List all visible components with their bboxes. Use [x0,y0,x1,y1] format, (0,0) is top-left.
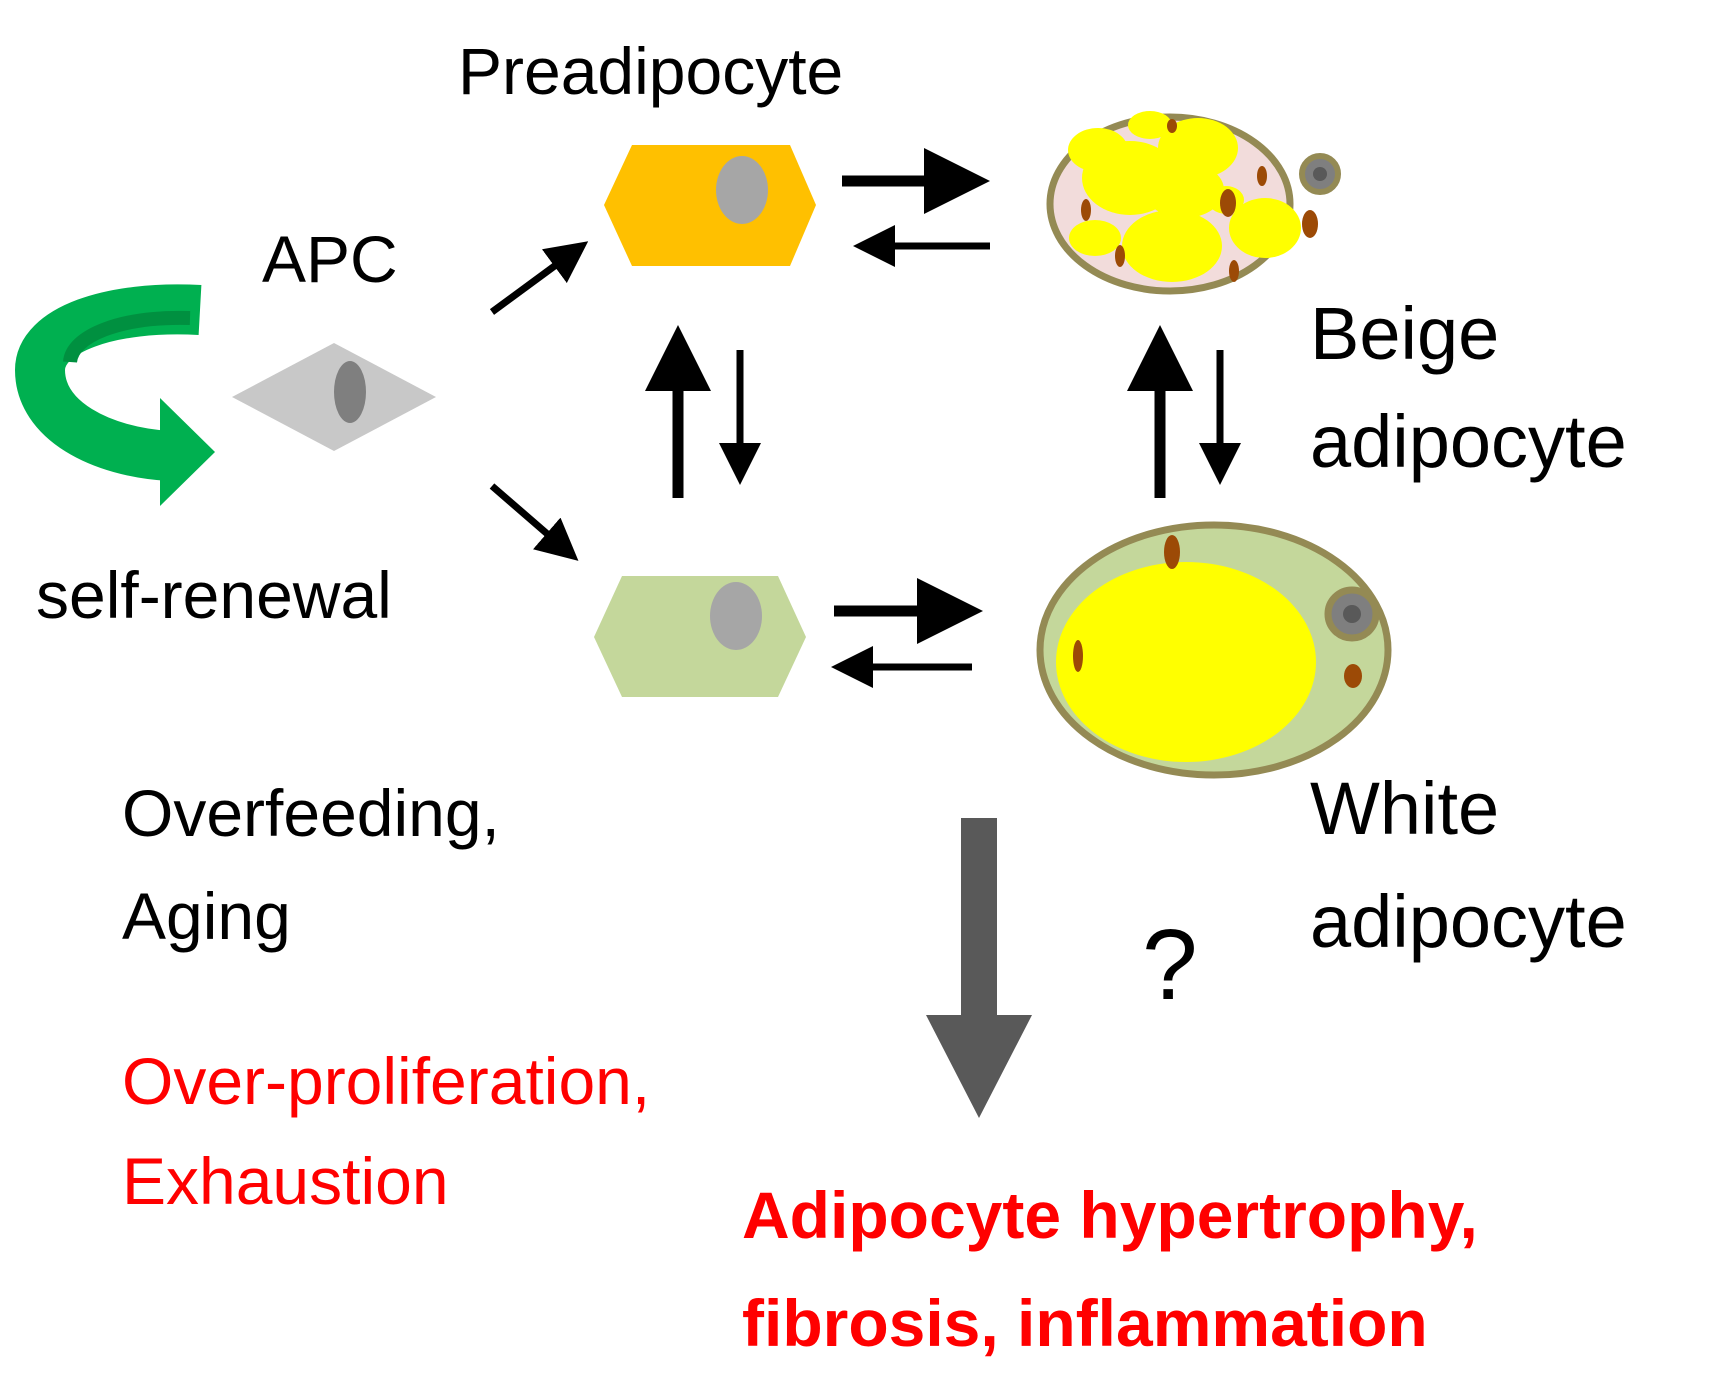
apc-to-white-preadipocyte-arrow [489,483,579,561]
apc-label: APC [262,222,398,296]
trigger-label-line1: Overfeeding, [122,776,500,850]
trigger-label-line2: Aging [122,879,291,953]
curved-arrow-icon [14,284,215,506]
hexagon-cell-icon [594,576,806,697]
down-arrow-icon [926,818,1032,1118]
white-adipocyte-label-line1: White [1310,767,1500,850]
hexagon-cell-icon [604,145,816,266]
effect-label-line2: Exhaustion [122,1144,449,1218]
effect-label-line1: Over-proliferation, [122,1044,651,1118]
preadipocyte-label: Preadipocyte [458,34,844,108]
outcome-label-line1: Adipocyte hypertrophy, [742,1178,1478,1252]
diamond-cell-icon [232,343,436,451]
self-renewal-label: self-renewal [36,558,392,632]
question-mark: ? [1142,909,1198,1021]
white-adipocyte-label-line2: adipocyte [1310,880,1627,963]
beige-adipocyte-label-line1: Beige [1310,292,1500,375]
apc-to-beige-preadipocyte-arrow [489,241,589,315]
beige-adipocyte-label-line2: adipocyte [1310,400,1627,483]
outcome-label-line2: fibrosis, inflammation [742,1286,1428,1360]
multilocular-cell-icon [1046,111,1341,295]
unilocular-cell-icon [1036,521,1392,779]
